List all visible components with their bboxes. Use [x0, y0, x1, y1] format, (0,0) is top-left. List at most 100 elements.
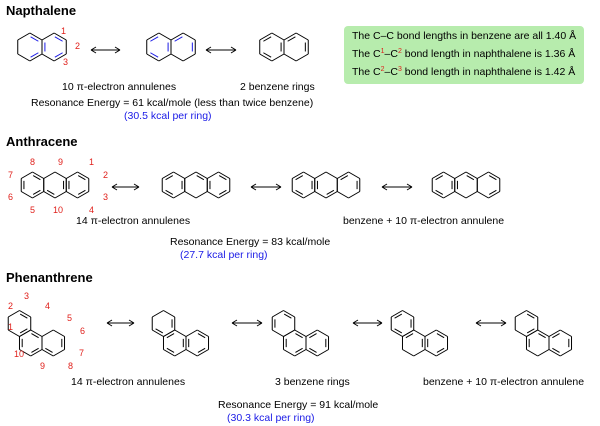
naphthalene-ring-bond [53, 32, 67, 41]
phenanthrene-ring-bond [7, 329, 20, 337]
naphthalene-resonance-arrow [230, 46, 237, 51]
anthracene-ring-bond [43, 171, 56, 179]
anthracene-resonance-energy: Resonance Energy = 83 kcal/mole [170, 236, 331, 248]
anthracene-ring-bond [32, 171, 44, 179]
phenanthrene-ring-bond [390, 329, 403, 337]
naphthalene-annulene-label: 10 π-electron annulenes [62, 81, 177, 93]
anthracene-ring-double-bond [340, 175, 349, 181]
anthracene-title: Anthracene [6, 134, 78, 149]
naphthalene-resonance-arrow [205, 49, 212, 54]
anthracene-ring-bond [337, 191, 349, 199]
phenanthrene-ring-bond [548, 349, 561, 357]
anthracene-ring-double-bond [218, 189, 227, 195]
anthracene-ring-bond [20, 171, 33, 179]
naphthalene-title: Napthalene [6, 3, 77, 18]
atom-number-label: 5 [30, 205, 35, 215]
anthracene-resonance-arrow [111, 186, 118, 191]
phenanthrene-title: Phenanthrene [6, 270, 93, 285]
anthracene-ring-double-bond [77, 189, 86, 195]
naphthalene-ring-double-bond [287, 36, 296, 42]
atom-number-label: 3 [24, 291, 29, 301]
phenanthrene-ring-bond [19, 329, 31, 337]
phenanthrene-ring-double-bond [283, 313, 292, 319]
phenanthrene-ring-double-bond [526, 313, 535, 319]
phenanthrene-ring-bond [174, 349, 187, 357]
phenanthrene-ring-bond [424, 349, 437, 357]
phenanthrene-ring-double-bond [436, 347, 445, 353]
anthracene-ring-double-bond [435, 189, 444, 195]
phenanthrene-resonance-arrow [475, 322, 482, 327]
phenanthrene-ring-bond [305, 329, 318, 337]
anthracene-ring-double-bond [77, 175, 86, 181]
phenanthrene-ring-bond [19, 349, 31, 357]
phenanthrene-ring-double-bond [197, 347, 206, 353]
phenanthrene-ring-bond [41, 349, 54, 357]
atom-number-label: 1 [89, 157, 94, 167]
anthracene-ring-double-bond [466, 175, 475, 181]
phenanthrene-ring-bond [436, 349, 448, 357]
phenanthrene-ring-bond [413, 349, 426, 357]
anthracene-ring-double-bond [32, 189, 41, 195]
phenanthrene-ring-double-bond [394, 313, 403, 319]
anthracene-ring-bond [32, 191, 44, 199]
anthracene-resonance-arrow [133, 186, 140, 191]
atom-number-label: 4 [89, 205, 94, 215]
infobox-line-2: The C1–C2 bond length in naphthalene is … [352, 48, 576, 60]
anthracene-mixed-label: benzene + 10 π-electron annulene [343, 215, 505, 227]
anthracene-ring-bond [173, 191, 185, 199]
anthracene-ring-double-bond [46, 189, 55, 195]
phenanthrene-ring-double-bond [31, 333, 39, 339]
phenanthrene-ring-bond [436, 329, 448, 337]
phenanthrene-resonance-arrow [352, 322, 359, 327]
phenanthrene-ring-bond [526, 329, 538, 337]
phenanthrene-resonance-arrow [128, 319, 135, 324]
phenanthrene-ring-double-bond [31, 347, 39, 353]
naphthalene-per-ring: (30.5 kcal per ring) [124, 110, 212, 122]
phenanthrene-ring-bond [174, 329, 187, 337]
anthracene-ring-double-bond [295, 189, 304, 195]
phenanthrene-ring-double-bond [538, 333, 546, 339]
anthracene-ring-bond [443, 191, 455, 199]
bond-length-infobox: The C–C bond lengths in benzene are all … [344, 26, 584, 84]
naphthalene-ring-bond [41, 32, 55, 41]
anthracene-ring-double-bond [295, 175, 304, 181]
phenanthrene-resonance-arrow [500, 319, 507, 324]
anthracene-ring-bond [443, 171, 455, 179]
anthracene-ring-bond [303, 171, 315, 179]
phenanthrene-resonance-arrow [106, 319, 113, 324]
anthracene-ring-bond [218, 191, 231, 199]
anthracene-resonance-arrow [250, 183, 257, 188]
anthracene-ring-bond [54, 191, 67, 199]
phenanthrene-ring-double-bond [295, 347, 303, 353]
naphthalene-ring-double-bond [30, 52, 39, 58]
anthracene-ring-bond [431, 171, 444, 179]
phenanthrene-ring-bond [548, 329, 561, 337]
phenanthrene-ring-bond [185, 349, 198, 357]
phenanthrene-benzene-label: 3 benzene rings [275, 376, 350, 388]
anthracene-resonance-arrow [406, 183, 413, 188]
phenanthrene-ring-bond [294, 349, 307, 357]
anthracene-resonance-arrow [133, 183, 140, 188]
naphthalene-ring-bond [17, 32, 31, 41]
naphthalene-ring-double-bond [150, 36, 159, 42]
phenanthrene-ring-bond [526, 349, 538, 357]
phenanthrene-ring-double-bond [197, 333, 206, 339]
atom-number-label: 1 [61, 26, 66, 36]
anthracene-ring-double-bond [488, 189, 497, 195]
anthracene-resonance-arrow [275, 186, 282, 191]
phenanthrene-ring-bond [317, 329, 329, 337]
naphthalene-ring-bond [158, 32, 172, 41]
phenanthrene-ring-double-bond [526, 328, 535, 334]
phenanthrene-ring-bond [30, 349, 43, 357]
atom-number-label: 7 [8, 170, 13, 180]
anthracene-resonance-arrow [250, 186, 257, 191]
anthracene-ring-bond [184, 191, 197, 199]
anthracene-ring-bond [43, 191, 56, 199]
atom-number-label: 10 [14, 349, 24, 359]
naphthalene-resonance-arrow [90, 49, 97, 54]
anthracene-resonance-arrow [275, 183, 282, 188]
naphthalene-resonance-energy: Resonance Energy = 61 kcal/mole (less th… [31, 97, 314, 109]
naphthalene-ring-bond [259, 53, 273, 62]
phenanthrene-ring-bond [197, 329, 209, 337]
